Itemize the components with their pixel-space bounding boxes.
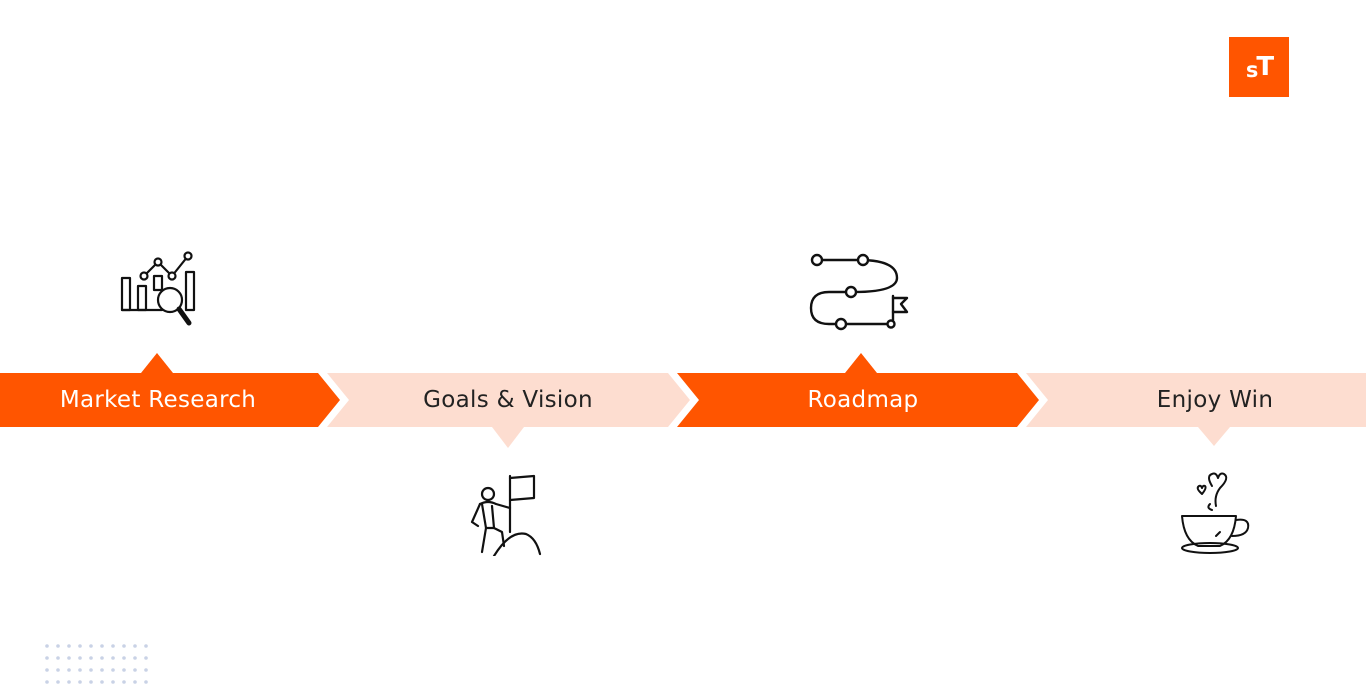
decorative-dot (144, 668, 148, 672)
decorative-dot (111, 656, 115, 660)
decorative-dot (100, 644, 104, 648)
decorative-dot (67, 656, 71, 660)
decorative-dot (122, 680, 126, 684)
decorative-dot (45, 680, 49, 684)
decorative-dot (78, 656, 82, 660)
decorative-dot (144, 656, 148, 660)
decorative-dot (89, 656, 93, 660)
stage-pointer-goals-vision (492, 427, 524, 448)
goal-flag-climber-icon (470, 474, 542, 556)
decorative-dot (56, 668, 60, 672)
decorative-dot (78, 644, 82, 648)
decorative-dot (144, 680, 148, 684)
stage-pointer-market-research (141, 353, 173, 373)
decorative-dot (78, 668, 82, 672)
brand-logo-main-letter: T (1256, 52, 1274, 82)
decorative-dot (111, 644, 115, 648)
stage-label-goals-vision: Goals & Vision (423, 387, 593, 413)
stage-label-market-research: Market Research (59, 387, 257, 413)
decorative-dot (144, 644, 148, 648)
decorative-dot (122, 644, 126, 648)
coffee-cup-heart-icon (1181, 472, 1250, 554)
decorative-dot (56, 680, 60, 684)
decorative-dot (45, 656, 49, 660)
decorative-dot (56, 656, 60, 660)
decorative-dot (67, 644, 71, 648)
decorative-dot (89, 668, 93, 672)
decorative-dot (111, 668, 115, 672)
decorative-dot (122, 656, 126, 660)
stage-label-enjoy-win: Enjoy Win (1156, 387, 1274, 413)
decorative-dot (45, 668, 49, 672)
brand-logo-small-letter: s (1245, 58, 1258, 82)
decorative-dot (89, 644, 93, 648)
stage-chevron-market-research (0, 373, 340, 427)
stage-chevron-enjoy-win (1026, 373, 1366, 427)
stage-pointer-roadmap (845, 353, 877, 373)
decorative-dot (133, 668, 137, 672)
stage-chevron-roadmap (677, 373, 1039, 427)
decorative-dot (67, 668, 71, 672)
stage-label-roadmap: Roadmap (807, 387, 919, 413)
decorative-dot (78, 680, 82, 684)
decorative-dot (100, 668, 104, 672)
decorative-dot (133, 644, 137, 648)
decorative-dot (133, 656, 137, 660)
roadmap-path-icon (809, 253, 909, 331)
decorative-dot (45, 644, 49, 648)
decorative-dot (100, 656, 104, 660)
decorative-dot (67, 680, 71, 684)
decorative-dot (100, 680, 104, 684)
decorative-dot (56, 644, 60, 648)
decorative-dot-grid (45, 644, 148, 684)
decorative-dot (111, 680, 115, 684)
stage-chevron-goals-vision (327, 373, 690, 427)
decorative-dot (122, 668, 126, 672)
stage-pointer-enjoy-win (1198, 427, 1230, 446)
decorative-dot (133, 680, 137, 684)
market-research-icon (120, 251, 196, 326)
decorative-dot (89, 680, 93, 684)
